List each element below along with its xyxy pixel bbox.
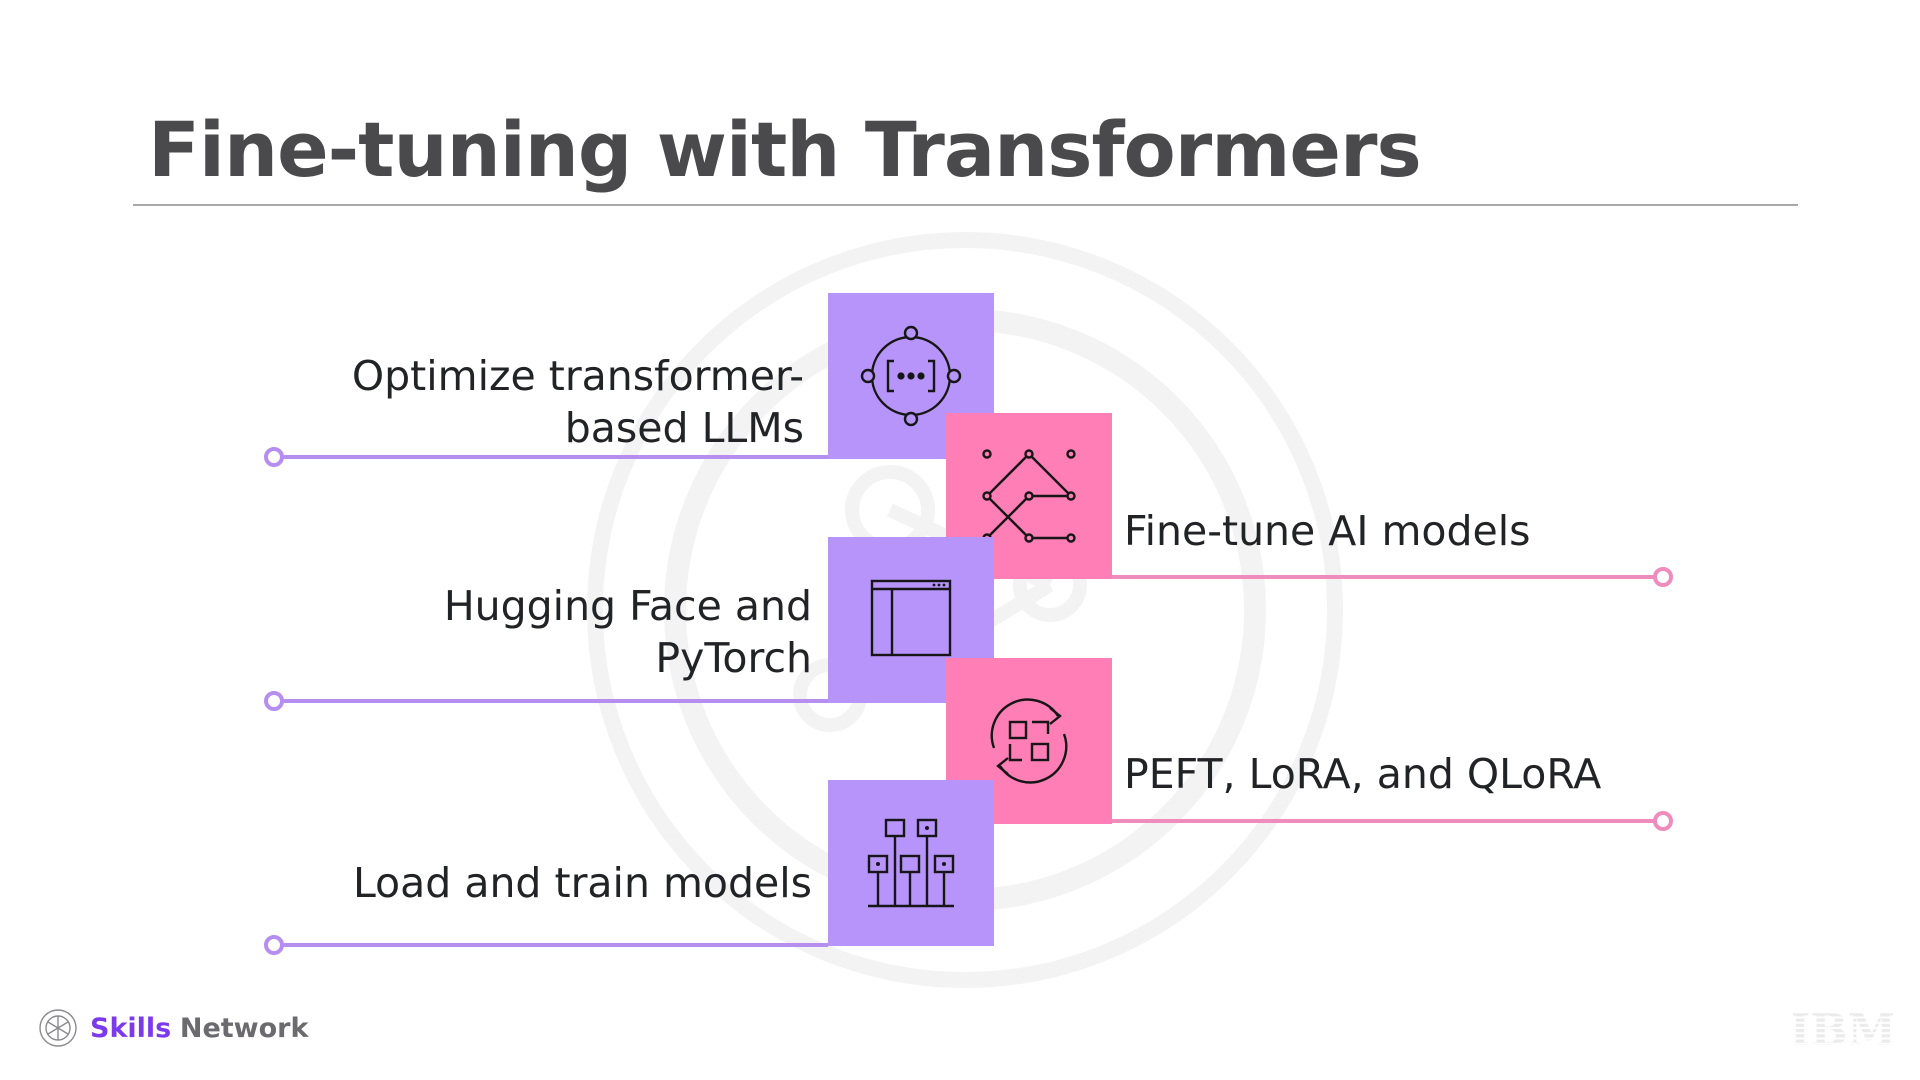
item-label-line: PyTorch xyxy=(655,634,812,682)
connector-dot xyxy=(1653,567,1673,587)
connector-dot xyxy=(264,935,284,955)
connector-line xyxy=(274,455,828,459)
skills-network-wordmark: Skills Network xyxy=(90,1013,308,1044)
item-label-peft: PEFT, LoRA, and QLoRA xyxy=(1124,750,1602,798)
svg-text:IBM: IBM xyxy=(1793,1008,1893,1050)
item-label-huggingface: Hugging Face and PyTorch xyxy=(444,580,812,684)
item-label-load: Load and train models xyxy=(352,859,812,907)
item-label-line: Hugging Face and xyxy=(443,582,812,630)
item-label-line: Optimize transformer- xyxy=(351,352,804,400)
item-label-finetune: Fine-tune AI models xyxy=(1124,507,1531,555)
decision-tree-icon xyxy=(982,449,1076,543)
brand-network: Network xyxy=(179,1012,309,1044)
item-label-optimize: Optimize transformer- based LLMs xyxy=(352,350,804,454)
skills-network-logo: Skills Network xyxy=(38,1008,308,1048)
connector-line xyxy=(1112,575,1658,579)
connector-dot xyxy=(264,447,284,467)
item-label-line: based LLMs xyxy=(564,404,804,452)
connector-line xyxy=(1112,819,1658,823)
skills-network-emblem-icon xyxy=(39,1009,77,1047)
title-divider xyxy=(133,204,1798,206)
brand-skills: Skills xyxy=(90,1012,172,1044)
ibm-logo: IBM xyxy=(1793,1008,1893,1050)
connector-line xyxy=(274,699,828,703)
refresh-grid-icon xyxy=(990,698,1068,784)
connector-dot xyxy=(1653,811,1673,831)
api-brackets-icon xyxy=(860,325,962,427)
slide-title: Fine-tuning with Transformers xyxy=(148,105,1422,194)
connector-dot xyxy=(264,691,284,711)
circuit-sliders-icon xyxy=(867,818,955,908)
browser-window-icon xyxy=(870,579,952,657)
item-tile-load xyxy=(828,780,994,946)
connector-line xyxy=(274,943,828,947)
